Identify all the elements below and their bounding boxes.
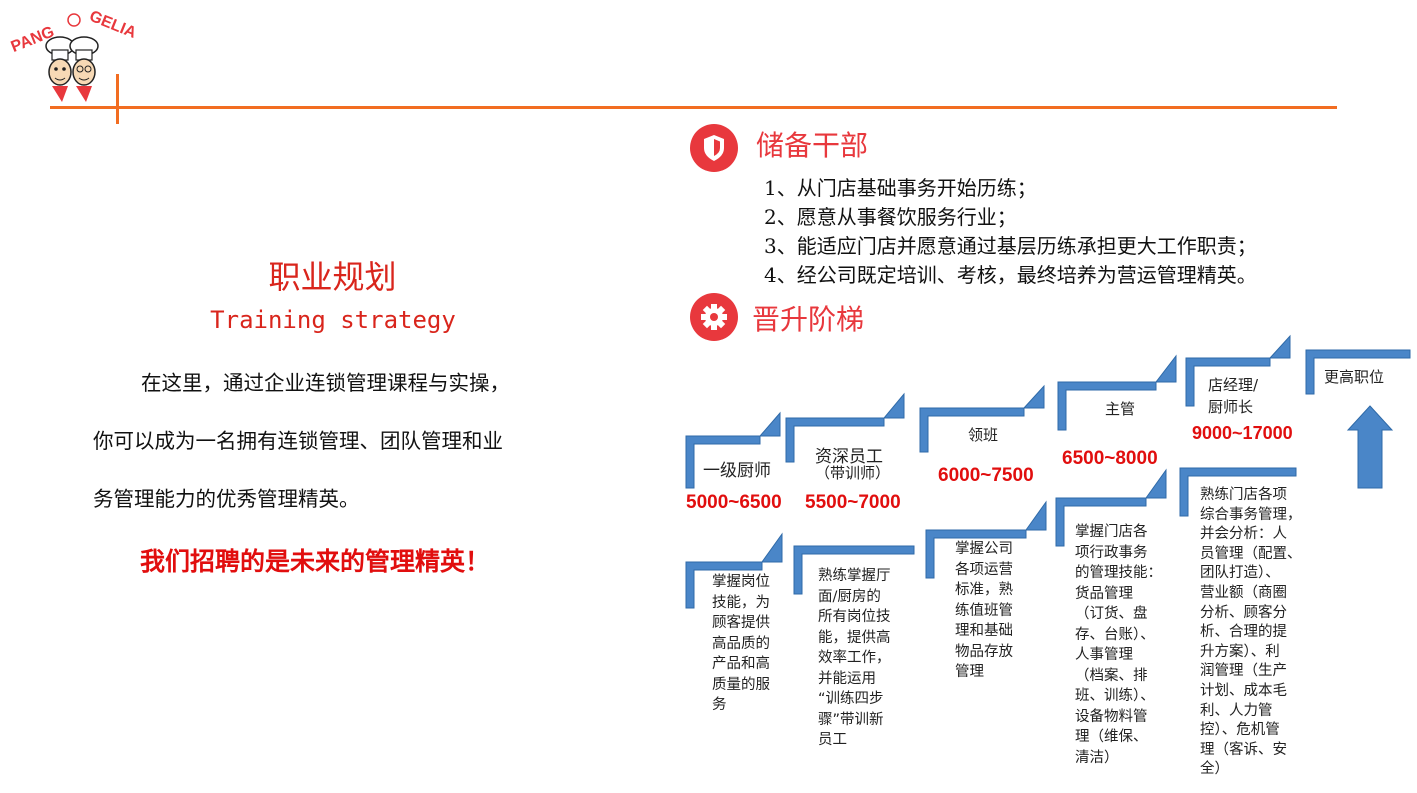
step-desc-3: 掌握公司各项运营标准，熟练值班管理和基础物品存放管理	[955, 539, 1035, 683]
desc-line: 润管理（生产	[1200, 663, 1287, 680]
level-bracket-4	[1057, 354, 1177, 431]
desc-line: （档案、排	[1075, 667, 1148, 684]
desc-line: 员管理（配置、	[1200, 545, 1302, 562]
level-bracket-6	[1305, 349, 1411, 395]
desc-line: 人事管理	[1075, 647, 1133, 663]
step-label-5b: 厨师长	[1208, 398, 1254, 416]
desc-line: 能，提供高	[818, 629, 891, 646]
desc-line: 熟练掌握厅	[818, 568, 891, 584]
desc-line: 升方案）、利	[1200, 643, 1280, 660]
desc-line: 效率工作，	[818, 650, 891, 666]
desc-line: 析、合理的提	[1200, 624, 1287, 641]
reserve-item-3: 3、能适应门店并愿意通过基层历练承担更大工作职责；	[764, 234, 1257, 258]
step-label-5: 店经理/	[1208, 376, 1259, 394]
desc-line: 技能，为	[712, 594, 770, 611]
reserve-item-2: 2、愿意从事餐饮服务行业；	[764, 205, 1017, 229]
desc-line: 设备物料管	[1075, 708, 1148, 725]
intro-line-1: 在这里，通过企业连锁管理课程与实操，	[141, 371, 510, 395]
logo: PANG GELIA	[8, 6, 139, 110]
level-bracket-3	[919, 384, 1045, 453]
desc-line: 分析、顾客分	[1200, 604, 1287, 621]
step-desc-5: 熟练门店各项综合事务管理， 并会分析：人员管理（配置、团队打造）、营业额（商圈分析…	[1200, 486, 1316, 780]
desc-line: 骤”带训新	[818, 711, 884, 728]
desc-line: 并能运用	[818, 670, 876, 687]
desc-line: 存、台账）、	[1075, 626, 1155, 643]
reserve-item-1: 1、从门店基础事务开始历练；	[764, 176, 1037, 200]
reserve-title: 储备干部	[756, 129, 869, 162]
ladder-title: 晋升阶梯	[752, 303, 865, 336]
desc-line: 营业额（商圈	[1200, 584, 1287, 601]
desc-line: 清洁）	[1075, 749, 1119, 766]
desc-line: “训练四步	[818, 691, 884, 707]
desc-bracket-2	[793, 545, 915, 595]
desc-line: 货品管理	[1075, 585, 1133, 602]
desc-line: 管理	[955, 664, 984, 680]
step-label-2: 资深员工	[815, 447, 883, 467]
desc-bracket-4	[1055, 468, 1167, 547]
desc-line: 掌握岗位	[712, 574, 770, 590]
slogan: 我们招聘的是未来的管理精英！	[140, 547, 491, 576]
salary-1: 5000~6500	[686, 492, 782, 513]
desc-line: 掌握门店各	[1075, 524, 1148, 540]
intro-line-3: 务管理能力的优秀管理精英。	[93, 487, 360, 511]
desc-line: 理（客诉、安	[1200, 741, 1287, 758]
step-desc-1: 掌握岗位技能，为顾客提供高品质的产品和高质量的服务	[712, 572, 784, 716]
desc-line: 产品和高	[712, 656, 770, 672]
desc-bracket-5	[1179, 467, 1297, 517]
step-desc-4: 掌握门店各项行政事务的管理技能： 货品管理 （订货、盘存、台账）、人事管理 （档案、排…	[1075, 522, 1175, 768]
level-bracket-1	[685, 411, 781, 489]
step-sublabel-2: （带训师）	[815, 464, 891, 482]
desc-line: 熟练门店各项	[1200, 487, 1287, 503]
desc-line: 高品质的	[712, 635, 770, 652]
desc-line: 理和基础	[955, 623, 1013, 639]
desc-line: 务	[712, 697, 727, 713]
desc-line: 掌握公司	[955, 541, 1013, 557]
header-rule	[50, 106, 1337, 109]
desc-line: 各项运营	[955, 561, 1013, 578]
desc-line: 利、人力管	[1200, 702, 1273, 719]
desc-line: （订货、盘	[1075, 606, 1148, 622]
level-bracket-5	[1185, 334, 1291, 407]
desc-line: 综合事务管理，	[1200, 506, 1302, 523]
step-label-6: 更高职位	[1324, 368, 1385, 386]
salary-3: 6000~7500	[938, 465, 1034, 486]
step-label-1: 一级厨师	[703, 461, 771, 481]
page-subtitle: Training strategy	[210, 306, 456, 334]
header-rule-tick	[116, 74, 119, 124]
gear-icon	[690, 293, 738, 341]
desc-line: 并会分析：人	[1200, 526, 1287, 543]
desc-line: 全）	[1200, 761, 1229, 778]
step-desc-2: 熟练掌握厅面/厨房的所有岗位技能，提供高效率工作， 并能运用 “训练四步骤”带训新员…	[818, 566, 910, 751]
desc-line: 计划、成本毛	[1200, 682, 1287, 699]
desc-line: 标准，熟	[955, 582, 1013, 598]
reserve-item-4: 4、经公司既定培训、考核，最终培养为营运管理精英。	[764, 263, 1257, 287]
desc-line: 练值班管	[955, 602, 1013, 619]
step-label-3: 领班	[968, 426, 999, 444]
intro-line-2: 你可以成为一名拥有连锁管理、团队管理和业	[93, 429, 503, 453]
desc-line: 员工	[818, 732, 847, 748]
salary-2: 5500~7000	[805, 492, 901, 513]
desc-bracket-1	[685, 532, 783, 609]
desc-line: 团队打造）、	[1200, 565, 1280, 582]
desc-line: 物品存放	[955, 643, 1013, 660]
step-label-4: 主管	[1105, 400, 1136, 418]
page-title: 职业规划	[268, 258, 397, 296]
level-bracket-2	[785, 392, 905, 463]
desc-line: 所有岗位技	[818, 609, 891, 625]
up-arrow-icon	[1346, 405, 1394, 489]
desc-line: 项行政事务	[1075, 544, 1148, 561]
desc-line: 质量的服	[712, 676, 770, 693]
salary-4: 6500~8000	[1062, 448, 1158, 469]
desc-line: 理（维保、	[1075, 729, 1148, 745]
desc-line: 面/厨房的	[818, 588, 881, 605]
desc-bracket-3	[925, 500, 1047, 579]
shield-icon	[690, 124, 738, 172]
desc-line: 的管理技能：	[1075, 565, 1162, 581]
desc-line: 班、训练）、	[1075, 688, 1155, 704]
desc-line: 控）、危机管	[1200, 722, 1280, 739]
salary-5: 9000~17000	[1192, 423, 1293, 443]
chef-logo-icon: PANG GELIA	[9, 8, 139, 102]
desc-line: 顾客提供	[712, 615, 770, 631]
